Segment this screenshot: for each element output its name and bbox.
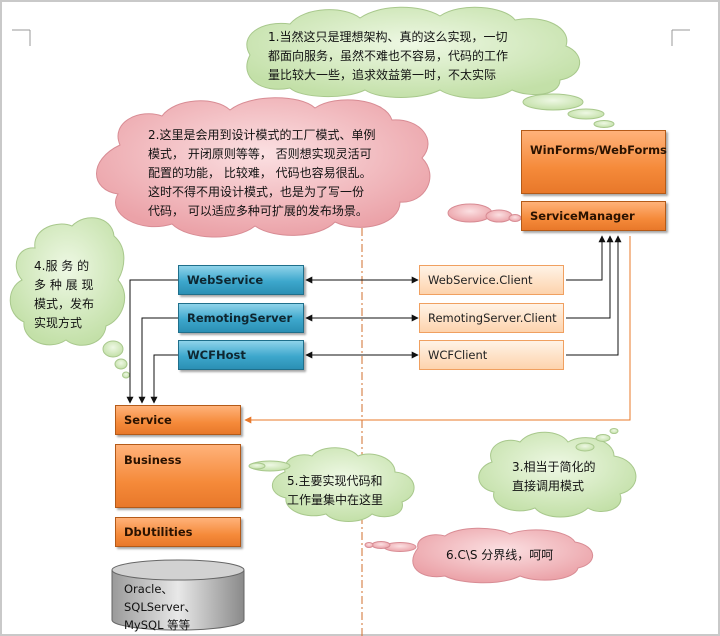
- remoting-server-label: RemotingServer: [187, 311, 293, 325]
- service-manager-box: ServiceManager: [521, 201, 666, 231]
- business-label: Business: [124, 453, 182, 467]
- arrow-webservice-to-service: [126, 279, 178, 404]
- wcf-client-label: WCFClient: [428, 348, 488, 362]
- note-6-text: 6.C\S 分界线，呵呵: [446, 548, 554, 562]
- remoting-server-box: RemotingServer: [178, 303, 304, 333]
- cloud-note-3: [478, 428, 637, 518]
- dbutilities-box: DbUtilities: [115, 517, 241, 547]
- winforms-webforms-label: WinForms/WebForms: [530, 143, 667, 157]
- wcfhost-box: WCFHost: [178, 340, 304, 370]
- remoting-client-box: RemotingServer.Client: [419, 303, 564, 333]
- note-2-text: 2.这里是会用到设计模式的工厂模式、单例 模式， 开闭原则等等， 否则想实现灵活…: [148, 128, 376, 218]
- cloud-note-2: [96, 97, 522, 238]
- wcf-client-box: WCFClient: [419, 340, 564, 370]
- service-box: Service: [115, 405, 241, 435]
- cloud-note-6: [364, 527, 594, 584]
- cloud-note-4: [9, 217, 130, 379]
- cloud-note-1: [246, 6, 615, 128]
- database-cylinder: [111, 559, 245, 631]
- webservice-client-box: WebService.Client: [419, 265, 564, 295]
- database-label: Oracle、SQLServer、 MySQL 等等: [124, 582, 196, 632]
- arrow-wcfhost-to-service: [150, 354, 178, 404]
- corner-mark-left: [12, 29, 31, 46]
- note-5-text: 5.主要实现代码和 工作量集中在这里: [287, 474, 384, 507]
- wcfhost-label: WCFHost: [187, 348, 246, 362]
- winforms-webforms-box: WinForms/WebForms: [521, 130, 667, 194]
- service-manager-label: ServiceManager: [530, 209, 635, 223]
- arrow-direct-call: [244, 236, 631, 424]
- webservice-label: WebService: [187, 273, 264, 287]
- webservice-box: WebService: [178, 265, 304, 295]
- arrow-webservice-client-to-manager: [566, 235, 606, 281]
- dbutilities-label: DbUtilities: [124, 525, 193, 539]
- note-1-text: 1.当然这只是理想架构、真的这么实现，一切 都面向服务，虽然不难也不容易，代码的…: [268, 30, 509, 82]
- corner-mark-right: [671, 29, 690, 46]
- business-box: Business: [115, 444, 241, 508]
- arrow-wcf-client-to-manager: [566, 235, 622, 356]
- note-3-text: 3.相当于简化的 直接调用模式: [512, 460, 596, 493]
- webservice-client-label: WebService.Client: [428, 273, 533, 287]
- arrow-remoting-to-service: [138, 317, 178, 404]
- arrow-remoting-client-to-manager: [566, 235, 614, 319]
- cloud-note-5: [248, 447, 415, 522]
- remoting-client-label: RemotingServer.Client: [428, 311, 557, 325]
- service-label: Service: [124, 413, 172, 427]
- note-4-text: 4.服 务 的 多 种 展 现 模式，发布 实现方式: [34, 259, 95, 330]
